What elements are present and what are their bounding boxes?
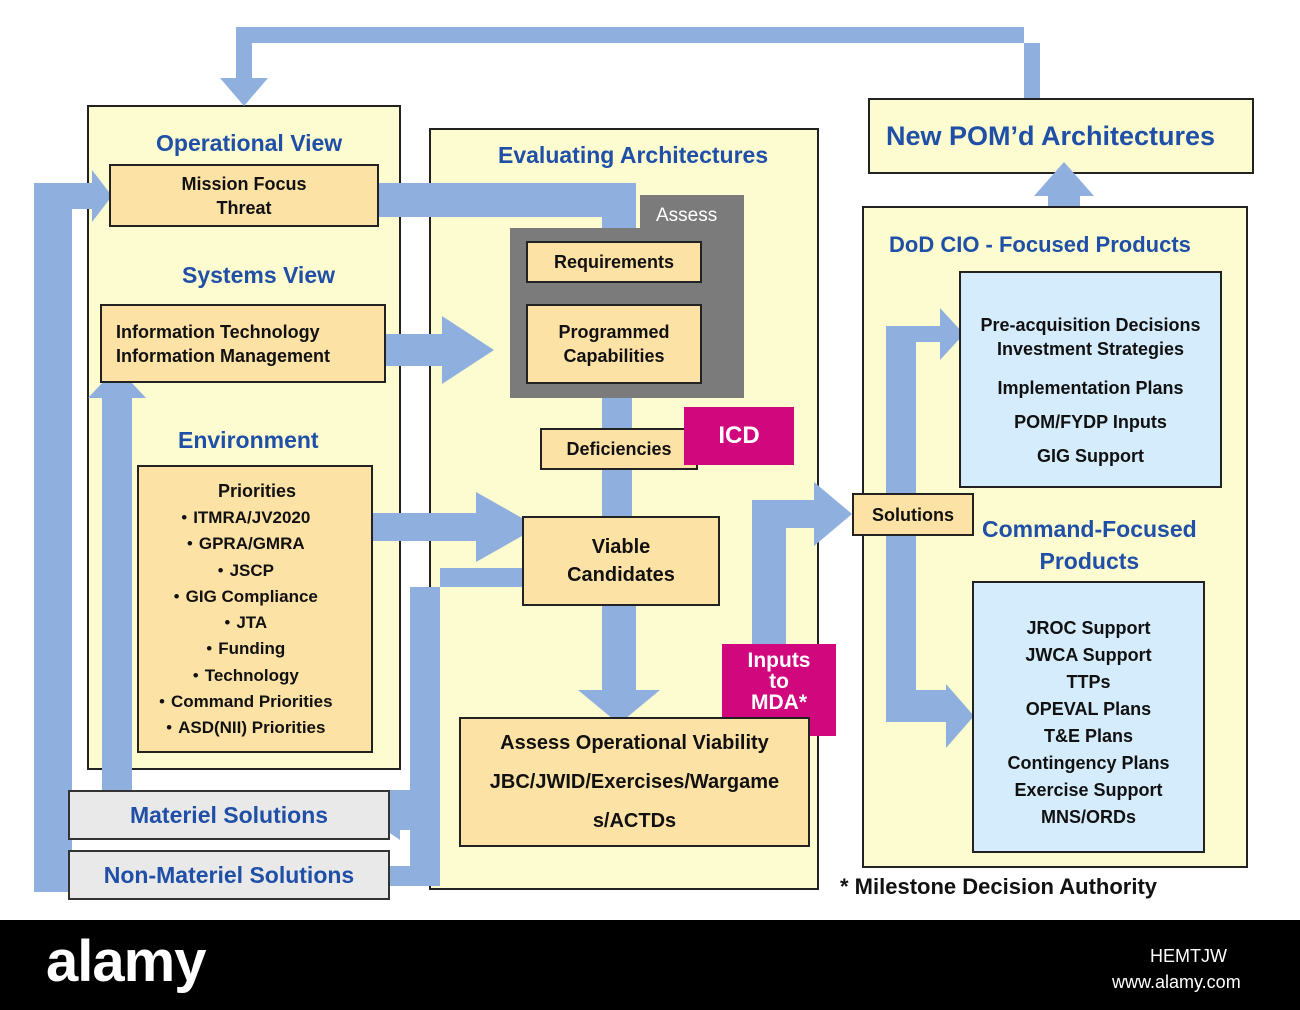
dod-item: Pre-acquisition Decisions — [980, 315, 1201, 335]
solutions-label: Solutions — [872, 504, 954, 525]
environment-to-viable-arrow — [372, 492, 538, 562]
alamy-logo: alamy — [46, 929, 206, 994]
command-item: OPEVAL Plans — [1025, 699, 1152, 719]
priority-item: JSCP — [153, 558, 333, 584]
icd-badge: ICD — [684, 407, 794, 465]
candidates-label: Candidates — [567, 564, 675, 586]
programmed-label: Programmed — [558, 322, 670, 342]
materiel-loop-arrow — [88, 367, 146, 790]
image-code: HEMTJW — [1150, 946, 1227, 966]
deficiencies-label: Deficiencies — [566, 439, 672, 459]
assess-op-line3: s/ACTDs — [592, 809, 677, 832]
im-label: Information Management — [116, 345, 331, 366]
dod-item: Implementation Plans — [997, 378, 1184, 398]
assess-label: Assess — [656, 205, 718, 226]
priorities-box: Priorities ITMRA/JV2020 GPRA/GMRA JSCP G… — [137, 465, 373, 753]
non-materiel-solutions-box: Non-Materiel Solutions — [68, 850, 390, 900]
requirements-box: Requirements — [526, 241, 702, 283]
priority-item: GIG Compliance — [153, 584, 333, 610]
mda-label: MDA* — [751, 691, 807, 714]
priorities-list: ITMRA/JV2020 GPRA/GMRA JSCP GIG Complian… — [153, 505, 333, 742]
assess-to-materiel-arrow — [368, 790, 460, 840]
command-item: Exercise Support — [1014, 780, 1163, 800]
mission-focus-label: Mission Focus — [181, 173, 307, 194]
it-box: Information Technology Information Manag… — [100, 304, 386, 383]
priority-item: GPRA/GMRA — [153, 531, 333, 557]
threat-label: Threat — [216, 197, 272, 218]
alamy-site: www.alamy.com — [1112, 972, 1241, 992]
mission-focus-box: Mission Focus Threat — [109, 164, 379, 227]
priority-item: Funding — [153, 636, 333, 662]
command-focused-heading: Command-Focused Products — [982, 513, 1197, 577]
dod-cio-heading: DoD CIO - Focused Products — [889, 232, 1191, 257]
it-to-programmed-arrow — [386, 316, 494, 384]
flow-arrows — [34, 27, 1094, 900]
watermark-footer: alamy HEMTJW www.alamy.com — [0, 920, 1300, 1010]
inputs-label: Inputs — [747, 649, 811, 672]
milestone-footnote: * Milestone Decision Authority — [840, 874, 1158, 899]
priority-item: ITMRA/JV2020 — [153, 505, 333, 531]
command-item: TTPs — [1066, 672, 1111, 692]
dod-item: GIG Support — [1037, 446, 1144, 466]
programmed-to-deficiencies-arrow — [602, 398, 632, 428]
command-focused-line2: Products — [1039, 548, 1140, 574]
materiel-solutions-box: Materiel Solutions — [68, 790, 390, 840]
dod-item: Investment Strategies — [996, 339, 1185, 359]
dod-cio-products-box: Pre-acquisition Decisions Investment Str… — [959, 271, 1222, 488]
solutions-box: Solutions — [852, 493, 974, 536]
diagram-canvas: Operational View Mission Focus Threat Sy… — [0, 0, 1300, 920]
command-item: T&E Plans — [1043, 726, 1134, 746]
priority-item: JTA — [153, 610, 333, 636]
solutions-to-dod-arrow — [886, 308, 964, 360]
new-pom-heading: New POM’d Architectures — [886, 121, 1216, 151]
assess-operational-viability-box: Assess Operational Viability JBC/JWID/Ex… — [459, 717, 810, 847]
evaluating-architectures-heading: Evaluating Architectures — [498, 142, 769, 168]
assess-op-title: Assess Operational Viability — [500, 731, 769, 754]
command-item: JROC Support — [1026, 618, 1151, 638]
priority-item: Technology — [153, 663, 333, 689]
command-item: Contingency Plans — [1007, 753, 1170, 773]
outer-loop-arrow — [34, 170, 112, 892]
viable-label: Viable — [591, 536, 651, 558]
priority-item: Command Priorities — [153, 689, 333, 715]
deficiencies-box: Deficiencies — [540, 428, 698, 470]
command-item: MNS/ORDs — [1040, 807, 1136, 827]
programmed-capabilities-box: Programmed Capabilities — [526, 304, 702, 384]
command-products-box: JROC Support JWCA Support TTPs OPEVAL Pl… — [972, 581, 1205, 853]
dod-item: POM/FYDP Inputs — [1014, 412, 1167, 432]
dod-to-newpom-arrow — [1034, 162, 1094, 206]
new-pom-box — [868, 98, 1254, 174]
viable-candidates-box: Viable Candidates — [522, 516, 720, 606]
command-item: JWCA Support — [1025, 645, 1152, 665]
capabilities-label: Capabilities — [563, 346, 665, 366]
to-label: to — [769, 670, 789, 693]
solutions-to-command-arrow — [886, 684, 974, 748]
feedback-loop-arrow — [220, 27, 1040, 106]
mission-to-assess-arrow — [376, 183, 636, 228]
operational-view-heading: Operational View — [156, 130, 343, 156]
it-label: Information Technology — [116, 321, 320, 342]
command-focused-line1: Command-Focused — [982, 516, 1197, 542]
deficiencies-to-viable-arrow — [602, 470, 632, 516]
viable-to-assess-arrow — [578, 606, 660, 724]
systems-view-heading: Systems View — [182, 262, 336, 288]
priorities-title: Priorities — [217, 481, 297, 501]
requirements-label: Requirements — [553, 252, 675, 272]
environment-heading: Environment — [178, 427, 319, 453]
assess-op-line2: JBC/JWID/Exercises/Wargame — [489, 770, 780, 793]
priority-item: ASD(NII) Priorities — [153, 715, 333, 741]
